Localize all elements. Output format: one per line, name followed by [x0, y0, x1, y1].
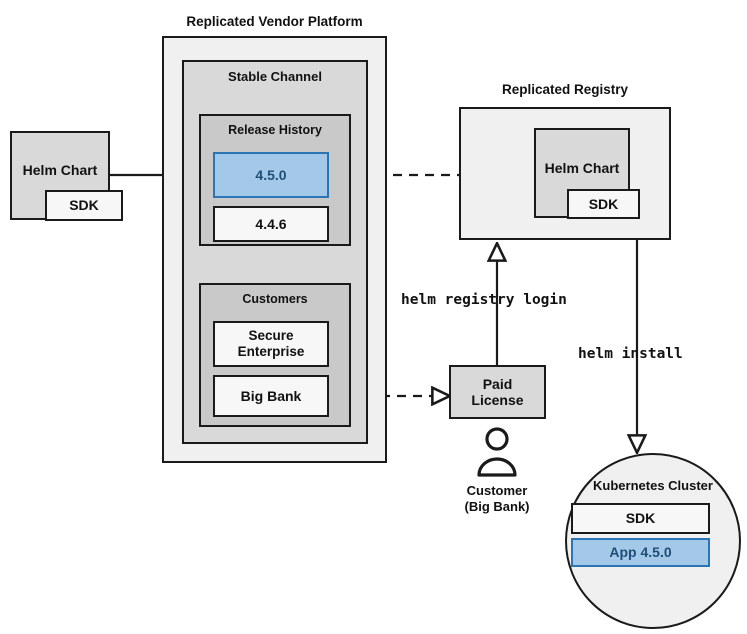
cluster-component-app: App 4.5.0: [571, 538, 710, 567]
release-item-4-5-0[interactable]: 4.5.0: [213, 152, 329, 198]
registry-title: Replicated Registry: [501, 82, 629, 97]
registry-sdk-label: SDK: [588, 195, 619, 212]
customer-actor-caption: Customer (Big Bank): [437, 483, 557, 514]
registry-sdk-box: SDK: [567, 189, 640, 219]
release-history-label: Release History: [228, 123, 322, 137]
customer-actor-line2: (Big Bank): [464, 498, 530, 514]
paid-license-box: Paid License: [449, 365, 546, 419]
customer-big-bank-label: Big Bank: [240, 387, 302, 404]
customer-secure-enterprise[interactable]: Secure Enterprise: [213, 321, 329, 367]
person-icon-svg: [477, 427, 517, 477]
kubernetes-cluster-label: Kubernetes Cluster: [593, 478, 713, 493]
customers-label: Customers: [242, 292, 308, 306]
source-sdk-label: SDK: [69, 197, 99, 214]
release-item-4-4-6-label: 4.4.6: [255, 215, 287, 232]
cluster-component-app-label: App 4.5.0: [609, 544, 672, 561]
release-item-4-4-6[interactable]: 4.4.6: [213, 206, 329, 242]
paid-license-label: Paid License: [471, 375, 524, 408]
source-helm-chart-label: Helm Chart: [22, 162, 98, 178]
cluster-component-sdk-label: SDK: [625, 510, 656, 527]
cluster-component-sdk: SDK: [571, 503, 710, 534]
release-item-4-5-0-label: 4.5.0: [255, 166, 287, 183]
customer-actor-line1: Customer: [466, 483, 528, 498]
stable-channel-label: Stable Channel: [228, 69, 322, 84]
platform-title: Replicated Vendor Platform: [186, 14, 363, 29]
person-icon: [473, 427, 521, 477]
registry-helm-chart-label: Helm Chart: [544, 160, 620, 176]
customer-big-bank[interactable]: Big Bank: [213, 375, 329, 417]
command-helm-install: helm install: [578, 346, 683, 362]
source-sdk-box: SDK: [45, 190, 123, 221]
command-helm-registry-login: helm registry login: [401, 292, 567, 308]
customer-secure-enterprise-label: Secure Enterprise: [237, 328, 305, 359]
